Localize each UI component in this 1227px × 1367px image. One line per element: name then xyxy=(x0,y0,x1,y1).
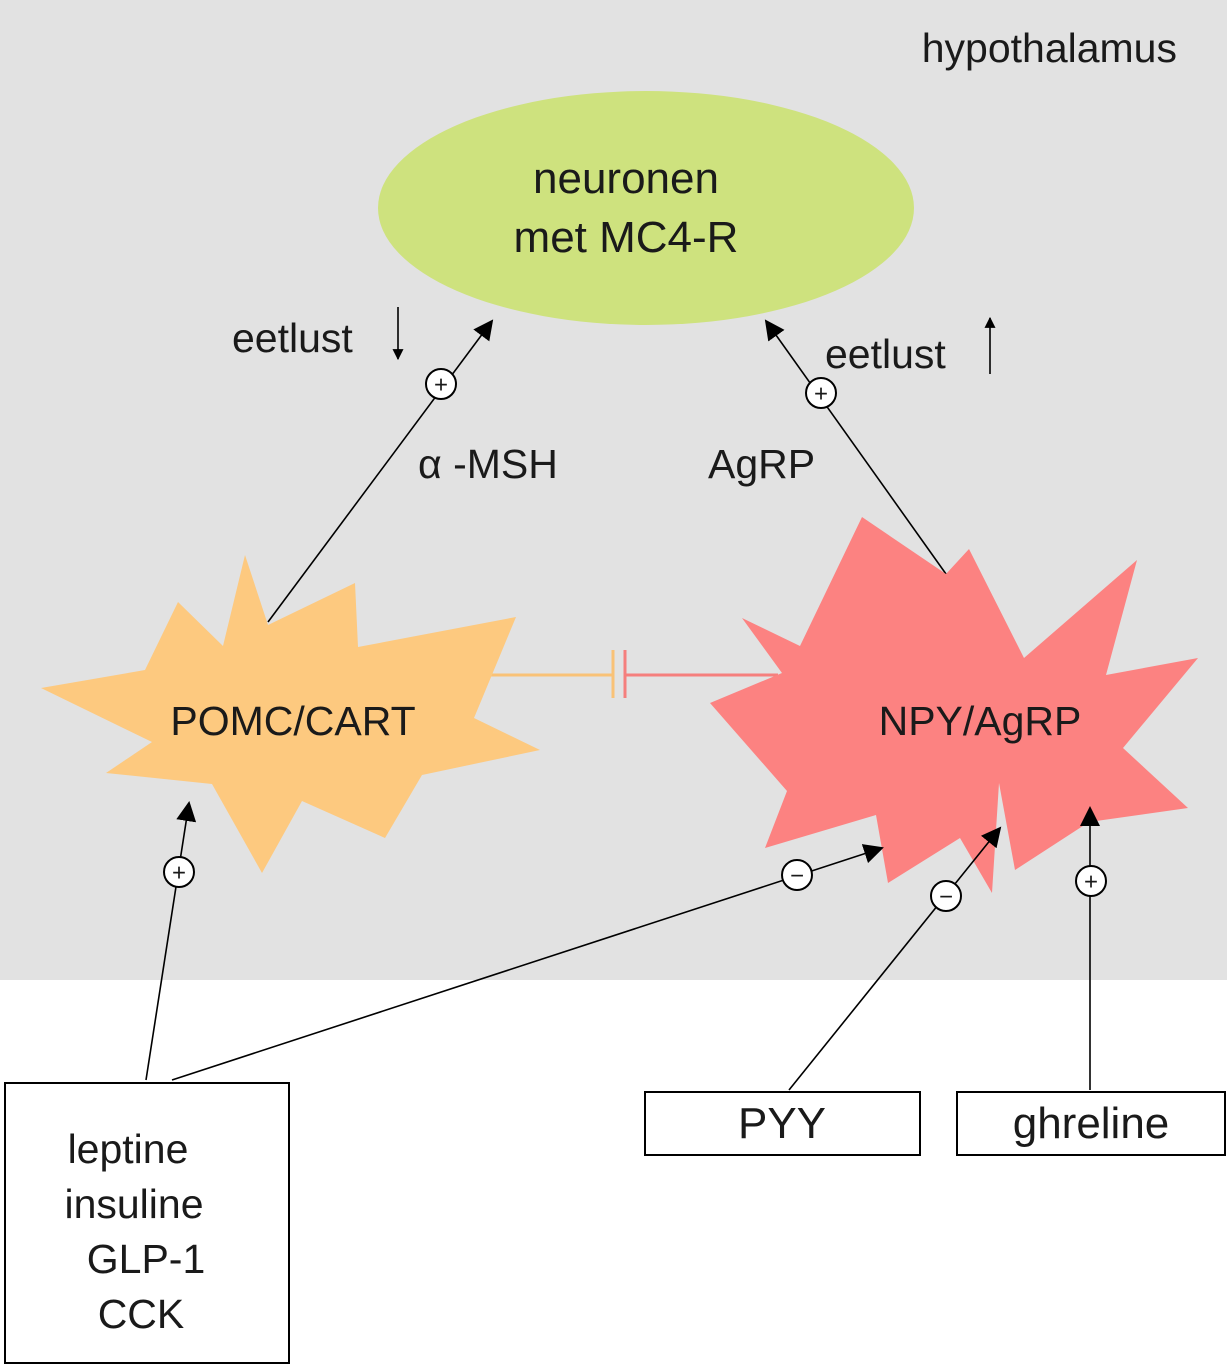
npy-agrp-starburst xyxy=(710,517,1198,893)
appetite-up-label: eetlust xyxy=(825,331,946,377)
svg-text:+: + xyxy=(172,860,186,887)
alpha-msh-label: α -MSH xyxy=(418,441,558,487)
pyy-input-box xyxy=(644,1091,921,1156)
minus-sign-left-box-npy: − xyxy=(781,859,813,891)
hormone-input-box xyxy=(4,1082,290,1364)
agrp-signal-label: AgRP xyxy=(708,441,815,487)
input-glp1: GLP-1 xyxy=(87,1236,206,1282)
svg-text:+: + xyxy=(1084,869,1098,896)
svg-text:−: − xyxy=(939,884,953,911)
svg-text:+: + xyxy=(814,381,828,408)
svg-text:−: − xyxy=(790,863,804,890)
agrp-arrow xyxy=(764,319,947,575)
plus-sign-ghreline: + xyxy=(1075,865,1107,897)
pyy-label: PYY xyxy=(738,1099,826,1148)
appetite-down-label: eetlust xyxy=(232,315,353,361)
hypothalamus-label: hypothalamus xyxy=(922,25,1177,71)
mc4r-neurons-label-line2: met MC4-R xyxy=(514,213,739,262)
left-box-to-pomc-arrow xyxy=(145,801,197,1081)
ghreline-input-box xyxy=(956,1091,1226,1156)
mc4r-neurons-label-line1: neuronen xyxy=(533,154,719,203)
plus-sign-agrp: + xyxy=(805,377,837,409)
mc4r-neurons-ellipse xyxy=(378,91,914,325)
pomc-cart-label: POMC/CART xyxy=(170,698,415,744)
pyy-to-npy-arrow xyxy=(788,826,1002,1091)
alpha-msh-arrow xyxy=(267,319,494,623)
plus-sign-left-box-pomc: + xyxy=(163,856,195,888)
plus-sign-alpha-msh: + xyxy=(425,368,457,400)
input-leptine: leptine xyxy=(68,1126,189,1172)
minus-sign-pyy: − xyxy=(930,880,962,912)
svg-text:+: + xyxy=(434,372,448,399)
input-insuline: insuline xyxy=(64,1181,203,1227)
ghreline-label: ghreline xyxy=(1013,1099,1170,1148)
left-box-to-npy-arrow xyxy=(171,844,884,1081)
npy-agrp-label: NPY/AgRP xyxy=(879,698,1082,744)
input-cck: CCK xyxy=(98,1291,185,1337)
pomc-cart-starburst xyxy=(41,555,540,873)
